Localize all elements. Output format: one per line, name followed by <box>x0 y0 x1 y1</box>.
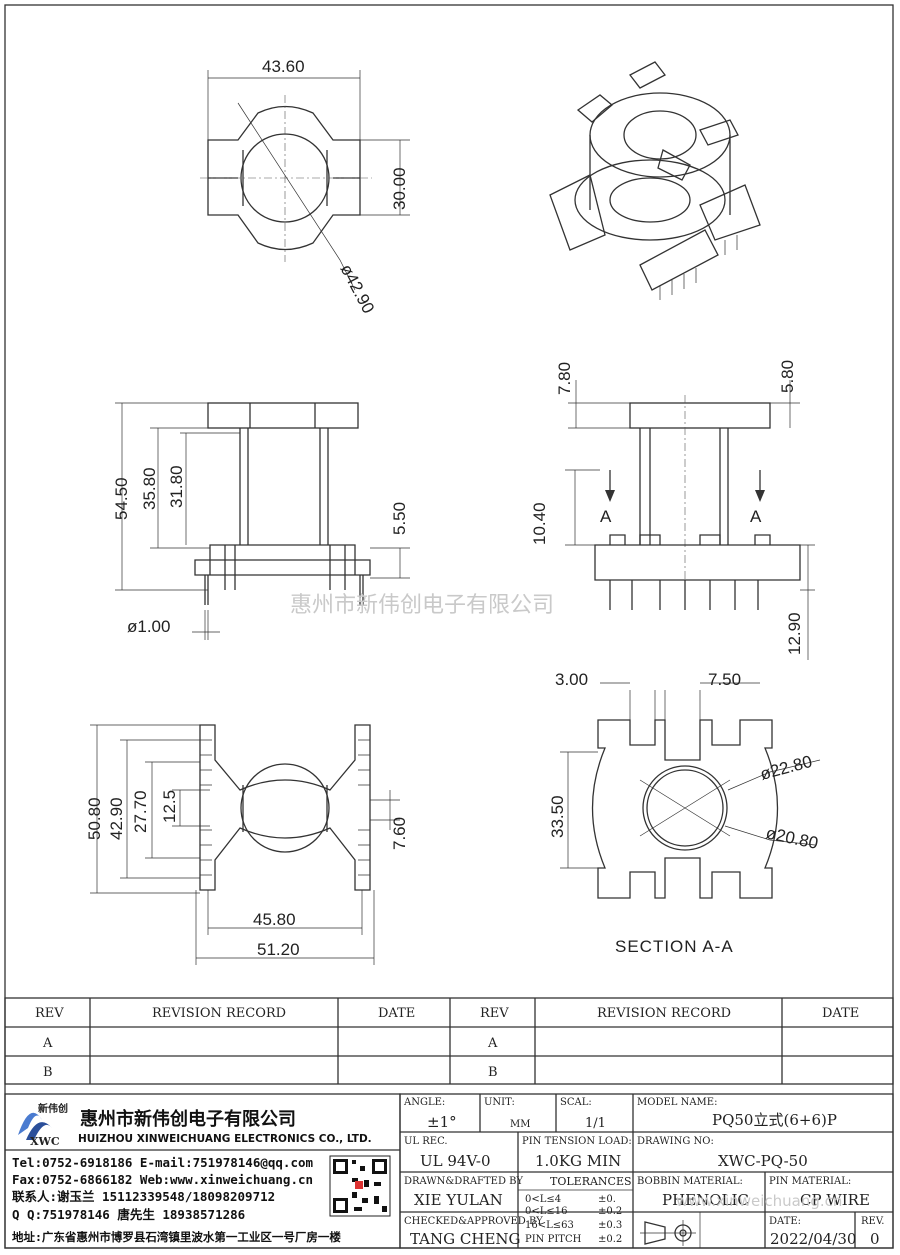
company-address: 地址:广东省惠州市博罗县石湾镇里波水第一工业区一号厂房一楼 <box>12 1230 341 1244</box>
rev-row-b-right: B <box>488 1065 498 1080</box>
section-w-left: 3.00 <box>555 670 588 689</box>
tol-row-3-range: 16<L≤63 <box>525 1220 574 1231</box>
tol-row-4-value: ±0.2 <box>598 1234 622 1245</box>
bottom-h-total: 50.80 <box>85 797 104 840</box>
top-dia-dim: ø42.90 <box>336 261 378 317</box>
section-height: 33.50 <box>548 795 567 838</box>
bottom-w-total: 51.20 <box>257 940 300 959</box>
isometric-view <box>549 61 761 300</box>
section-view: 3.00 7.50 33.50 ø22.80 ø20.80 SECTION A-… <box>548 670 821 956</box>
rev-date-header-1: DATE <box>378 1006 415 1021</box>
ul-value: UL 94V-0 <box>420 1152 491 1170</box>
unit-label: UNIT: <box>484 1097 515 1108</box>
model-value: PQ50立式(6+6)P <box>712 1111 837 1129</box>
model-label: MODEL NAME: <box>637 1097 717 1108</box>
bottom-w-pins: 45.80 <box>253 910 296 929</box>
company-logo: 新伟创 XWC <box>18 1102 68 1148</box>
section-caption: SECTION A-A <box>615 937 734 956</box>
rev-header-2: REV <box>480 1006 509 1021</box>
section-inner-dia: ø20.80 <box>764 823 820 853</box>
date-label: DATE: <box>769 1216 801 1227</box>
company-block: 新伟创 XWC 惠州市新伟创电子有限公司 HUIZHOU XINWEICHUAN… <box>4 1093 401 1249</box>
tol-row-4-range: PIN PITCH <box>525 1234 582 1245</box>
rev-record-header-1: REVISION RECORD <box>152 1006 286 1021</box>
pin-tension-label: PIN TENSION LOAD: <box>522 1136 632 1147</box>
rev-header-1: REV <box>35 1006 64 1021</box>
company-qq: Q Q:751978146 唐先生 18938571286 <box>12 1207 245 1222</box>
bottom-view: 50.80 42.90 27.70 12.5 7.60 45.80 51.20 <box>85 724 409 965</box>
front-pin-len: 5.50 <box>390 502 409 535</box>
side-view: 7.80 5.80 10.40 12.90 A A <box>530 360 815 660</box>
projection-symbol-icon <box>640 1220 696 1246</box>
logo-sub: XWC <box>30 1135 60 1148</box>
checked-value: TANG CHENG <box>410 1230 521 1248</box>
front-total-h: 54.50 <box>112 477 131 520</box>
pin-mat-label: PIN MATERIAL: <box>769 1176 851 1187</box>
date-value: 2022/04/30 <box>770 1230 856 1248</box>
watermark-text: 惠州市新伟创电子有限公司 <box>290 593 554 618</box>
rev-record-header-2: REVISION RECORD <box>597 1006 731 1021</box>
front-h1: 35.80 <box>140 467 159 510</box>
front-h2: 31.80 <box>167 465 186 508</box>
pin-tension-value: 1.0KG MIN <box>535 1152 621 1170</box>
front-view: 54.50 35.80 31.80 5.50 ø1.00 <box>112 402 410 640</box>
bobbin-label: BOBBIN MATERIAL: <box>637 1176 743 1187</box>
qr-code <box>329 1155 391 1217</box>
top-view: 43.60 30.00 ø42.90 <box>200 57 410 317</box>
tol-row-2-range: 0<L≤16 <box>525 1206 568 1217</box>
pin-mat-value: CP WIRE <box>800 1191 870 1209</box>
bobbin-value: PHENOLIC <box>662 1191 749 1209</box>
side-top-flange-r: 5.80 <box>778 360 797 393</box>
side-top-flange: 7.80 <box>555 362 574 395</box>
rev-row-a-left: A <box>42 1036 53 1051</box>
bottom-h-pins: 42.90 <box>107 797 126 840</box>
tol-row-3-value: ±0.3 <box>598 1220 622 1231</box>
section-mark-right: A <box>750 507 762 526</box>
tol-row-1-value: ±0. <box>598 1194 616 1205</box>
unit-value: MM <box>510 1119 530 1130</box>
drawn-label: DRAWN&DRAFTED BY <box>404 1176 523 1187</box>
logo-cn: 新伟创 <box>38 1102 68 1115</box>
top-height-dim: 30.00 <box>390 167 409 210</box>
side-pins: 12.90 <box>785 612 804 655</box>
scale-value: 1/1 <box>585 1116 606 1131</box>
checked-label: CHECKED&APPROVED BY <box>404 1216 543 1227</box>
title-block: ANGLE: ±1° UNIT: MM SCAL: 1/1 MODEL NAME… <box>399 1093 894 1249</box>
title-watermark: www.xinweichuang.cn <box>676 1192 842 1210</box>
rev-row-b-left: B <box>43 1065 53 1080</box>
bottom-h-inner: 27.70 <box>131 790 150 833</box>
company-name-en: HUIZHOU XINWEICHUANG ELECTRONICS CO., LT… <box>78 1133 372 1145</box>
drawn-value: XIE YULAN <box>414 1191 503 1209</box>
front-pin-dia: ø1.00 <box>127 617 170 636</box>
company-tel: Tel:0752-6918186 E-mail:751978146@qq.com <box>12 1155 313 1170</box>
section-outer-dia: ø22.80 <box>758 752 814 784</box>
rev-label: REV. <box>861 1216 884 1227</box>
tol-row-1-range: 0<L≤4 <box>525 1194 561 1205</box>
tol-row-2-value: ±0.2 <box>598 1206 622 1217</box>
side-base: 10.40 <box>530 502 549 545</box>
section-w-right: 7.50 <box>708 670 741 689</box>
bottom-slot: 12.5 <box>160 790 179 823</box>
bottom-pitch: 7.60 <box>390 817 409 850</box>
company-fax: Fax:0752-6866182 Web:www.xinweichuang.cn <box>12 1172 313 1187</box>
scale-label: SCAL: <box>560 1097 592 1108</box>
rev-date-header-2: DATE <box>822 1006 859 1021</box>
angle-value: ±1° <box>427 1113 457 1131</box>
rev-row-a-right: A <box>487 1036 498 1051</box>
tolerances-label: TOLERANCES <box>550 1175 632 1188</box>
drawing-no-label: DRAWING NO: <box>637 1136 714 1147</box>
section-mark-left: A <box>600 507 612 526</box>
company-contact: 联系人:谢玉兰 15112339548/18098209712 <box>12 1189 275 1204</box>
revision-table: REV REVISION RECORD DATE REV REVISION RE… <box>4 997 894 1085</box>
company-name-cn: 惠州市新伟创电子有限公司 <box>80 1108 296 1130</box>
top-width-dim: 43.60 <box>262 57 305 76</box>
ul-label: UL REC. <box>404 1136 448 1147</box>
angle-label: ANGLE: <box>403 1097 445 1108</box>
drawing-no-value: XWC-PQ-50 <box>718 1152 808 1170</box>
rev-value: 0 <box>870 1230 880 1248</box>
